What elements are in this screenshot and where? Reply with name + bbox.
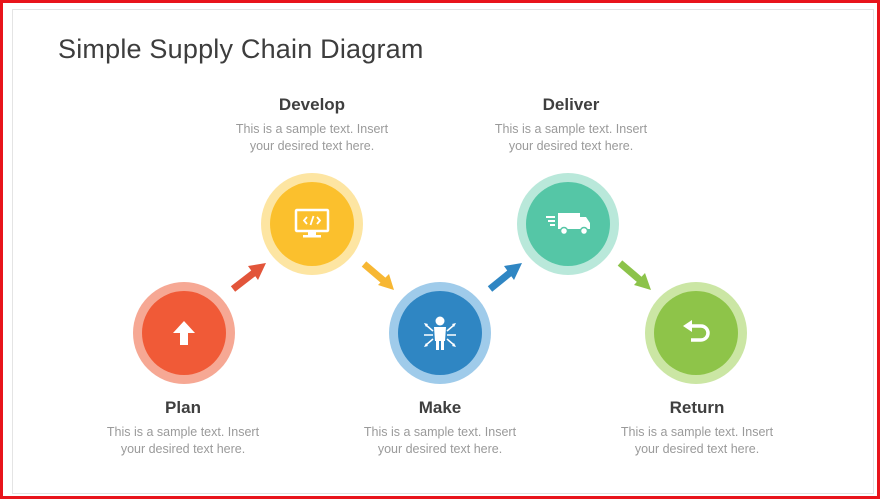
arrow-develop-to-make [361, 261, 394, 290]
make-description-line2: your desired text here. [377, 442, 503, 456]
make-circle [398, 291, 482, 375]
deliver-description-line1: This is a sample text. Insert [494, 122, 648, 136]
slide-title: Simple Supply Chain Diagram [58, 34, 424, 64]
make-description: This is a sample text. Insert your desir… [320, 424, 560, 458]
plan-circle [142, 291, 226, 375]
monitor-code-icon [294, 208, 330, 238]
make-description-line1: This is a sample text. Insert [363, 425, 517, 439]
develop-description-line2: your desired text here. [249, 139, 375, 153]
make-heading: Make [418, 398, 462, 417]
arrow-deliver-to-return [617, 260, 651, 290]
deliver-description: This is a sample text. Insert your desir… [451, 121, 691, 155]
plan-description-line2: your desired text here. [120, 442, 246, 456]
plan-heading: Plan [165, 398, 201, 417]
return-description-line2: your desired text here. [634, 442, 760, 456]
arrow-plan-to-develop [230, 263, 266, 292]
develop-description-line1: This is a sample text. Insert [235, 122, 389, 136]
return-circle [654, 291, 738, 375]
deliver-description-line2: your desired text here. [508, 139, 634, 153]
develop-heading: Develop [278, 95, 346, 114]
slide-inner-border [12, 9, 874, 494]
return-arrow-icon [683, 320, 710, 342]
person-network-icon [424, 316, 456, 350]
deliver-circle [526, 182, 610, 266]
return-description-line1: This is a sample text. Insert [620, 425, 774, 439]
return-description: This is a sample text. Insert your desir… [577, 424, 817, 458]
develop-circle [270, 182, 354, 266]
arrow-make-to-deliver [487, 263, 522, 292]
develop-description: This is a sample text. Insert your desir… [192, 121, 432, 155]
arrow-up-icon [173, 321, 195, 345]
plan-description: This is a sample text. Insert your desir… [63, 424, 303, 458]
return-heading: Return [669, 398, 725, 417]
delivery-truck-icon [546, 213, 590, 236]
plan-description-line1: This is a sample text. Insert [106, 425, 260, 439]
deliver-heading: Deliver [542, 95, 600, 114]
